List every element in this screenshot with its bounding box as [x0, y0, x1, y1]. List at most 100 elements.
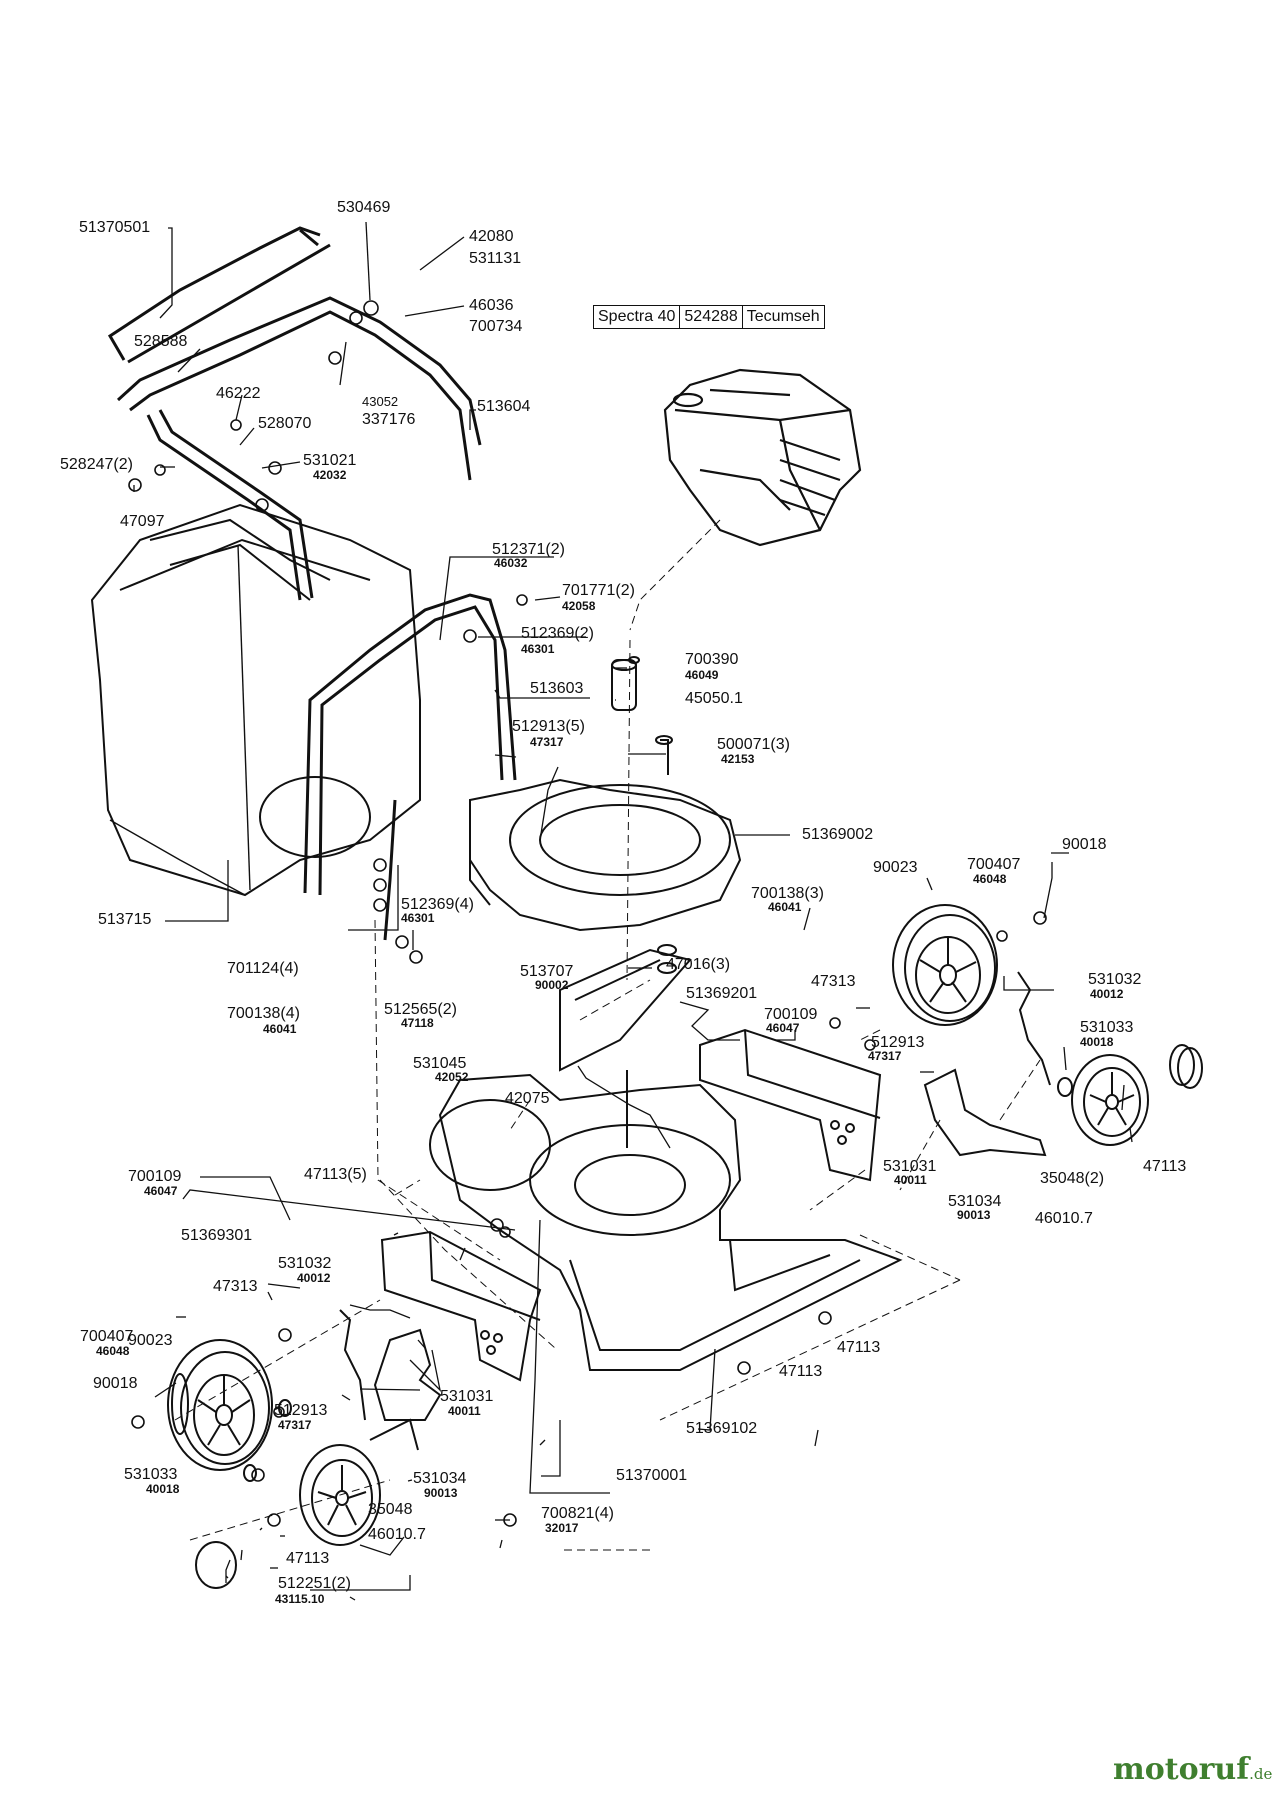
part-sublabel: 90002 — [535, 978, 569, 992]
part-label: 512369(4) — [401, 896, 474, 913]
part-label: 701771(2) — [562, 582, 635, 599]
part-label: 512913(5) — [512, 718, 585, 735]
part-label: 512913 — [274, 1402, 328, 1419]
part-sublabel: 40018 — [146, 1482, 180, 1496]
engine — [663, 368, 862, 547]
part-label: 90018 — [1062, 836, 1107, 853]
part-label: 531031 — [883, 1158, 937, 1175]
part-sublabel: 42058 — [562, 599, 596, 613]
upper-handle — [107, 226, 482, 601]
part-label: 512369(2) — [521, 625, 594, 642]
part-label: 513604 — [477, 398, 531, 415]
part-label: 42080 — [469, 228, 514, 245]
part-label: 47097 — [120, 513, 165, 530]
lower-handle — [303, 593, 517, 941]
engine-model: Spectra 40 — [594, 306, 681, 328]
fan-housing — [469, 778, 742, 932]
part-label: 51369201 — [686, 985, 758, 1002]
part-label: 47313 — [213, 1278, 258, 1295]
engine-maker: Tecumseh — [746, 308, 820, 325]
part-sublabel: 46049 — [685, 668, 719, 682]
part-label: 531034 — [413, 1470, 467, 1487]
part-sublabel: 46041 — [263, 1022, 297, 1036]
part-label: 47113 — [837, 1339, 881, 1356]
part-label: 531031 — [440, 1388, 494, 1405]
part-label: 531021 — [303, 452, 357, 469]
part-label: 90023 — [873, 859, 918, 876]
part-sublabel: 47317 — [530, 735, 564, 749]
right-wheel-small — [1071, 1044, 1203, 1146]
part-label: 512913 — [871, 1034, 925, 1051]
part-label: 700109 — [764, 1006, 818, 1023]
part-label: 700138(3) — [751, 885, 824, 902]
right-wheel-large — [892, 904, 998, 1026]
part-label: 35048 — [368, 1501, 413, 1518]
dashed-lines — [174, 519, 1041, 1551]
part-label: 47113 — [1143, 1158, 1187, 1175]
part-label: 531045 — [413, 1055, 467, 1072]
part-label: 531032 — [1088, 971, 1142, 988]
part-label: 700390 — [685, 651, 739, 668]
part-label: 46222 — [216, 385, 261, 402]
part-sublabel: 46047 — [766, 1021, 800, 1035]
part-label: 700734 — [469, 318, 523, 335]
watermark-tld: .de — [1249, 1765, 1273, 1783]
part-label: 47313 — [811, 973, 856, 990]
part-label: 46036 — [469, 297, 514, 314]
part-label: 700821(4) — [541, 1505, 614, 1522]
part-label: 528247(2) — [60, 456, 133, 473]
part-sublabel: 40011 — [448, 1404, 481, 1418]
part-label: 513707 — [520, 963, 574, 980]
part-label: 46010.7 — [1035, 1210, 1093, 1227]
left-linkage — [243, 1309, 442, 1482]
right-axle-bracket — [699, 1028, 882, 1182]
part-sublabel: 32017 — [545, 1521, 579, 1535]
right-linkage — [923, 971, 1073, 1157]
part-label: 47016(3) — [666, 956, 731, 973]
engine-part-number: 524288 — [680, 306, 743, 328]
part-label: 531131 — [469, 250, 522, 267]
part-label: 512371(2) — [492, 541, 565, 558]
part-sublabel: 42052 — [435, 1070, 469, 1084]
part-label: 512565(2) — [384, 1001, 457, 1018]
part-label: 42075 — [505, 1090, 550, 1107]
chute — [559, 656, 692, 1148]
part-label: 45050.1 — [685, 690, 743, 707]
part-label: 700407 — [967, 856, 1021, 873]
part-label: 337176 — [362, 411, 416, 428]
part-label: 513715 — [98, 911, 152, 928]
part-label: 700407 — [80, 1328, 134, 1345]
part-label: 47113 — [779, 1363, 823, 1380]
part-label: 51369301 — [181, 1227, 253, 1244]
part-sublabel: 46048 — [96, 1344, 130, 1358]
part-label: 531033 — [124, 1466, 178, 1483]
part-label: 700138(4) — [227, 1005, 300, 1022]
part-sublabel: 47317 — [868, 1049, 902, 1063]
part-label: 35048(2) — [1040, 1170, 1105, 1187]
part-label: 528588 — [134, 333, 188, 350]
part-label: 700109 — [128, 1168, 182, 1185]
part-sublabel: 46048 — [973, 872, 1007, 886]
part-sublabel: 90013 — [957, 1208, 991, 1222]
left-wheel-small — [195, 1444, 381, 1589]
part-sublabel: 42032 — [313, 468, 347, 482]
part-sublabel: 46032 — [494, 556, 528, 570]
part-sublabel: 40012 — [297, 1271, 331, 1285]
part-label: 701124(4) — [227, 960, 299, 977]
left-wheel-large — [167, 1339, 273, 1471]
part-label: 51369002 — [802, 826, 874, 843]
base-housing — [429, 1073, 903, 1371]
part-sublabel: 46041 — [768, 900, 802, 914]
left-axle-bracket — [380, 1230, 542, 1382]
part-sublabel: 90013 — [424, 1486, 458, 1500]
part-label: 47113(5) — [304, 1166, 367, 1183]
part-label: 51370001 — [616, 1467, 688, 1484]
part-sublabel: 40012 — [1090, 987, 1124, 1001]
part-label: 531033 — [1080, 1019, 1134, 1036]
engine-table: Spectra 40 524288 Tecumseh — [593, 305, 825, 329]
part-label: 51370501 — [79, 219, 151, 236]
part-label: 531034 — [948, 1193, 1002, 1210]
part-sublabel: 46047 — [144, 1184, 178, 1198]
